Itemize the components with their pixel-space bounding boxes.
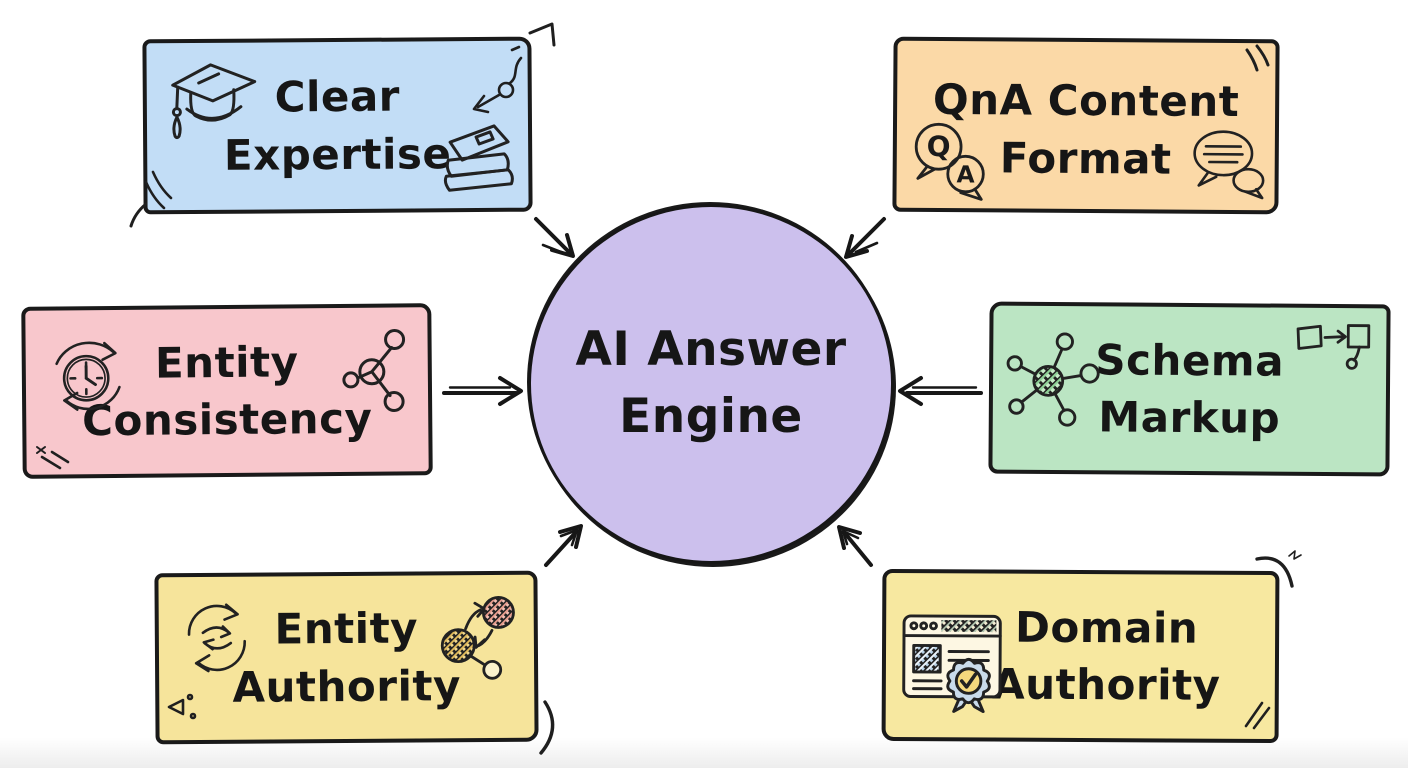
arrow-domain-authority-to-center — [837, 525, 873, 567]
linked-circles-icon — [440, 595, 515, 680]
node-qna-content-format: Q A QnA Content Format — [892, 36, 1280, 215]
molecule-network-icon — [342, 329, 406, 413]
books-stack-icon — [443, 124, 514, 192]
q-glyph: Q — [927, 130, 951, 163]
node-label-line1: Entity — [274, 603, 419, 654]
sketch-bracket-entity-authority — [539, 700, 555, 755]
node-label-line2: Authority — [992, 659, 1221, 710]
node-entity-authority: Entity Authority — [154, 570, 539, 745]
node-label-line1: Schema — [1095, 335, 1285, 386]
clock-refresh-icon — [55, 341, 121, 411]
node-ai-answer-engine: AI Answer Engine — [528, 204, 894, 564]
center-label-line1: AI Answer — [575, 322, 847, 378]
arrow-clear-expertise-to-center — [534, 217, 575, 258]
node-label: Entity Authority — [232, 600, 461, 716]
center-label-line2: Engine — [619, 389, 803, 444]
sketch-corner-bracket — [528, 22, 556, 47]
a-glyph: A — [956, 160, 974, 188]
arrow-entity-consistency-to-center — [442, 376, 523, 406]
node-domain-authority: Domain Authority — [881, 568, 1280, 744]
node-entity-consistency: Entity Consistency — [21, 303, 433, 479]
linked-squares-icon — [1296, 324, 1371, 370]
center-label: AI Answer Engine — [575, 317, 846, 450]
question-answer-bubbles-icon: Q A — [914, 122, 985, 201]
node-schema-markup: Schema Markup — [988, 301, 1391, 477]
node-clear-expertise: Clear Expertise — [142, 36, 533, 215]
arrow-entity-authority-to-center — [544, 524, 583, 567]
arrow-schema-markup-to-center — [898, 376, 983, 406]
chat-bubbles-icon — [1193, 130, 1265, 200]
node-label-line1: Domain — [1014, 602, 1199, 653]
browser-award-badge-icon — [902, 614, 1002, 714]
node-label-line2: Authority — [232, 660, 462, 712]
cycle-arrows-icon — [187, 603, 247, 673]
arrow-qna-content-format-to-center — [844, 217, 886, 259]
node-label-line2: Markup — [1098, 392, 1281, 443]
graduation-cap-icon — [171, 63, 257, 140]
hub-network-icon — [1006, 332, 1100, 427]
node-label: Schema Markup — [1095, 331, 1284, 447]
